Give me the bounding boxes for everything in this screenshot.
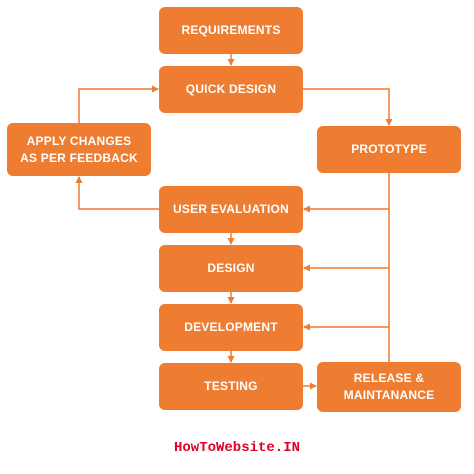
node-user-evaluation: USER EVALUATION: [159, 186, 303, 233]
node-quick-design-label: QUICK DESIGN: [185, 82, 277, 96]
footer-watermark: HowToWebsite.IN: [173, 440, 301, 456]
node-testing-label: TESTING: [204, 379, 258, 393]
node-development: DEVELOPMENT: [159, 304, 303, 351]
arrow-apply-changes-to-quick-design: [78, 85, 159, 123]
node-testing: TESTING: [159, 363, 303, 410]
node-quick-design: QUICK DESIGN: [159, 66, 303, 113]
node-user-evaluation-label: USER EVALUATION: [173, 202, 289, 216]
node-design-label: DESIGN: [207, 261, 255, 275]
node-prototype-label: PROTOTYPE: [351, 142, 427, 156]
arrow-user-evaluation-to-apply-changes: [75, 176, 159, 210]
arrow-prototype-to-user-evaluation: [303, 173, 390, 213]
node-apply-changes: APPLY CHANGES AS PER FEEDBACK: [7, 123, 151, 176]
node-prototype: PROTOTYPE: [317, 126, 461, 173]
node-release-maintanance-label: RELEASE & MAINTANANCE: [343, 371, 435, 402]
node-release-maintanance: RELEASE & MAINTANANCE: [317, 362, 461, 412]
node-apply-changes-label: APPLY CHANGES AS PER FEEDBACK: [20, 133, 138, 165]
node-development-label: DEVELOPMENT: [184, 320, 278, 334]
node-requirements: REQUIREMENTS: [159, 7, 303, 54]
arrow-quick-design-to-prototype: [303, 88, 393, 126]
node-requirements-label: REQUIREMENTS: [181, 23, 281, 37]
node-design: DESIGN: [159, 245, 303, 292]
